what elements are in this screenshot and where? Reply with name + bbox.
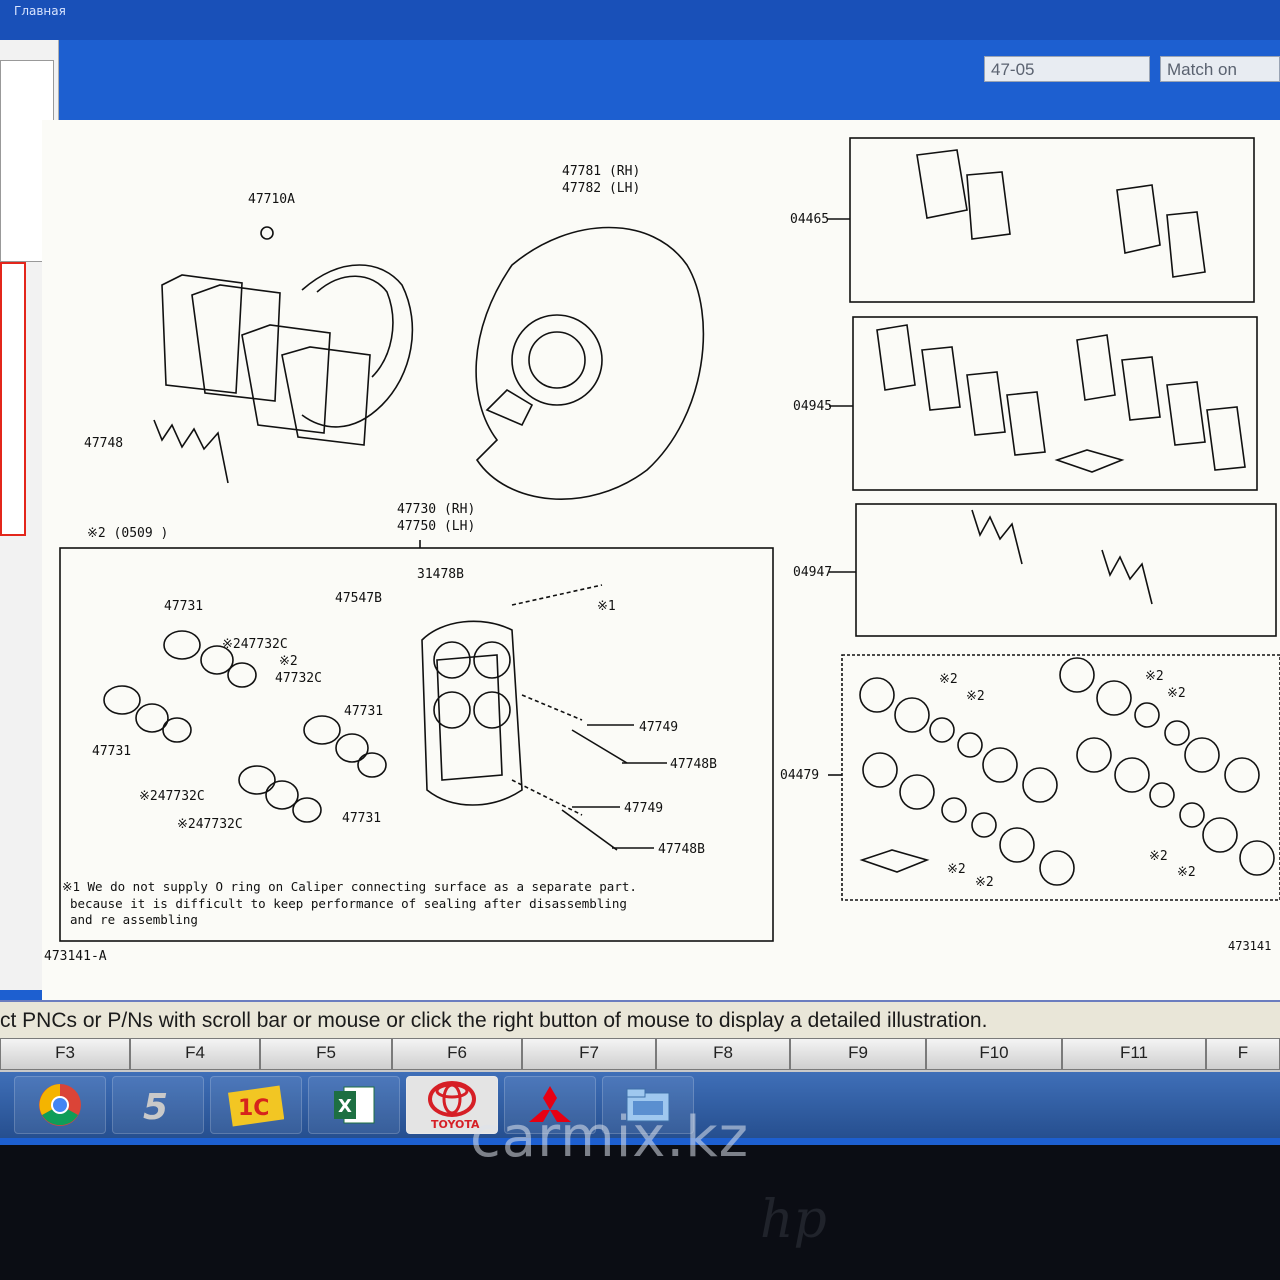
label-star2-4: ※2 — [1167, 686, 1186, 701]
f8-key[interactable]: F8 — [656, 1038, 790, 1070]
f10-key[interactable]: F10 — [926, 1038, 1062, 1070]
label-star2-1: ※2 — [939, 672, 958, 687]
label-47547B[interactable]: 47547B — [335, 591, 382, 606]
spring-kit-box-04947 — [855, 503, 1277, 637]
svg-text:1C: 1C — [238, 1096, 269, 1121]
label-47748[interactable]: 47748 — [84, 436, 123, 451]
monitor-screen: Главная 47-05 Match on — [0, 0, 1280, 1145]
toyota-button[interactable]: TOYOTA — [406, 1076, 498, 1134]
left-selection-box[interactable] — [0, 262, 26, 536]
f6-key[interactable]: F6 — [392, 1038, 522, 1070]
status-text: ct PNCs or P/Ns with scroll bar or mouse… — [0, 1009, 988, 1032]
match-on-field[interactable]: Match on — [1160, 56, 1280, 82]
label-47731-b[interactable]: 47731 — [344, 704, 383, 719]
monitor-brand-logo: hp — [760, 1190, 827, 1250]
label-47749-a[interactable]: 47749 — [639, 720, 678, 735]
label-47731-c[interactable]: 47731 — [92, 744, 131, 759]
figure-id-right: 473141 — [1228, 939, 1271, 953]
chrome-button[interactable] — [14, 1076, 106, 1134]
label-star2-7: ※2 — [947, 862, 966, 877]
title-bar: Главная — [0, 0, 1280, 40]
f7-key[interactable]: F7 — [522, 1038, 656, 1070]
status-bar: ct PNCs or P/Ns with scroll bar or mouse… — [0, 1000, 1280, 1040]
f12-key[interactable]: F — [1206, 1038, 1280, 1070]
mitsubishi-button[interactable] — [504, 1076, 596, 1134]
label-47710A[interactable]: 47710A — [248, 192, 295, 207]
label-31478B[interactable]: 31478B — [417, 567, 464, 582]
label-47749-b[interactable]: 47749 — [624, 801, 663, 816]
caliper-group-box — [59, 547, 774, 942]
f5-key[interactable]: F5 — [260, 1038, 392, 1070]
label-47732C-d[interactable]: ※247732C — [177, 817, 243, 832]
f9-key[interactable]: F9 — [790, 1038, 926, 1070]
pad-kit-box-04945 — [852, 316, 1258, 491]
excel-icon: X — [334, 1086, 375, 1124]
label-47732C-c[interactable]: ※247732C — [139, 789, 205, 804]
svg-text:X: X — [338, 1096, 352, 1117]
label-47781[interactable]: 47781 (RH) — [562, 164, 640, 179]
1c-button[interactable]: 1C — [210, 1076, 302, 1134]
label-star2-5: ※2 — [1149, 849, 1168, 864]
label-47731-d[interactable]: 47731 — [342, 811, 381, 826]
taskbar: 5 1C X TOYOTA — [0, 1072, 1280, 1138]
svg-text:5: 5 — [143, 1087, 168, 1125]
label-47750[interactable]: 47750 (LH) — [397, 519, 475, 534]
f4-key[interactable]: F4 — [130, 1038, 260, 1070]
label-group-header: ※2 (0509 ) — [87, 526, 168, 541]
s5-button[interactable]: 5 — [112, 1076, 204, 1134]
f11-key[interactable]: F11 — [1062, 1038, 1206, 1070]
label-47731-a[interactable]: 47731 — [164, 599, 203, 614]
note-line-3: and re assembling — [70, 912, 198, 927]
note-line-2: because it is difficult to keep performa… — [70, 896, 627, 911]
f3-key[interactable]: F3 — [0, 1038, 130, 1070]
label-47730[interactable]: 47730 (RH) — [397, 502, 475, 517]
label-04945[interactable]: 04945 — [793, 399, 832, 414]
file-manager-button[interactable] — [602, 1076, 694, 1134]
label-47732C-b[interactable]: 47732C — [275, 671, 322, 686]
label-star2-6: ※2 — [1177, 865, 1196, 880]
label-47748B-b[interactable]: 47748B — [658, 842, 705, 857]
excel-button[interactable]: X — [308, 1076, 400, 1134]
mitsubishi-icon — [529, 1086, 571, 1122]
label-star2-3: ※2 — [1145, 669, 1164, 684]
toyota-text: TOYOTA — [431, 1118, 480, 1131]
figure-id: 473141-A — [44, 949, 107, 964]
window-title: Главная — [14, 4, 66, 18]
label-04465[interactable]: 04465 — [790, 212, 829, 227]
brake-parts-diagram: 47710A 47781 (RH) 47782 (LH) 47748 04465… — [44, 137, 1280, 964]
function-key-bar: F3 F4 F5 F6 F7 F8 F9 F10 F11 F — [0, 1038, 1280, 1072]
label-04947[interactable]: 04947 — [793, 565, 832, 580]
label-47732C-a[interactable]: ※247732C — [222, 637, 288, 652]
label-04479[interactable]: 04479 — [780, 768, 819, 783]
file-manager-icon — [626, 1088, 670, 1122]
s5-icon: 5 — [143, 1087, 168, 1125]
label-star1: ※1 — [597, 599, 616, 614]
1c-icon: 1C — [228, 1085, 284, 1127]
seal-kit-box-04479 — [841, 654, 1280, 901]
chrome-icon — [39, 1084, 81, 1126]
pad-kit-box-04465 — [849, 137, 1255, 303]
label-47782[interactable]: 47782 (LH) — [562, 181, 640, 196]
label-star2-2: ※2 — [966, 689, 985, 704]
label-star2-8: ※2 — [975, 875, 994, 890]
note-line-1: ※1 We do not supply O ring on Caliper co… — [62, 879, 637, 894]
parts-illustration-area[interactable]: 47710A 47781 (RH) 47782 (LH) 47748 04465… — [42, 120, 1280, 1000]
label-47748B-a[interactable]: 47748B — [670, 757, 717, 772]
label-star2-a: ※2 — [279, 654, 298, 669]
code-field[interactable]: 47-05 — [984, 56, 1150, 82]
watermark: carmix.kz — [470, 1105, 750, 1170]
toyota-icon: TOYOTA — [428, 1081, 480, 1131]
